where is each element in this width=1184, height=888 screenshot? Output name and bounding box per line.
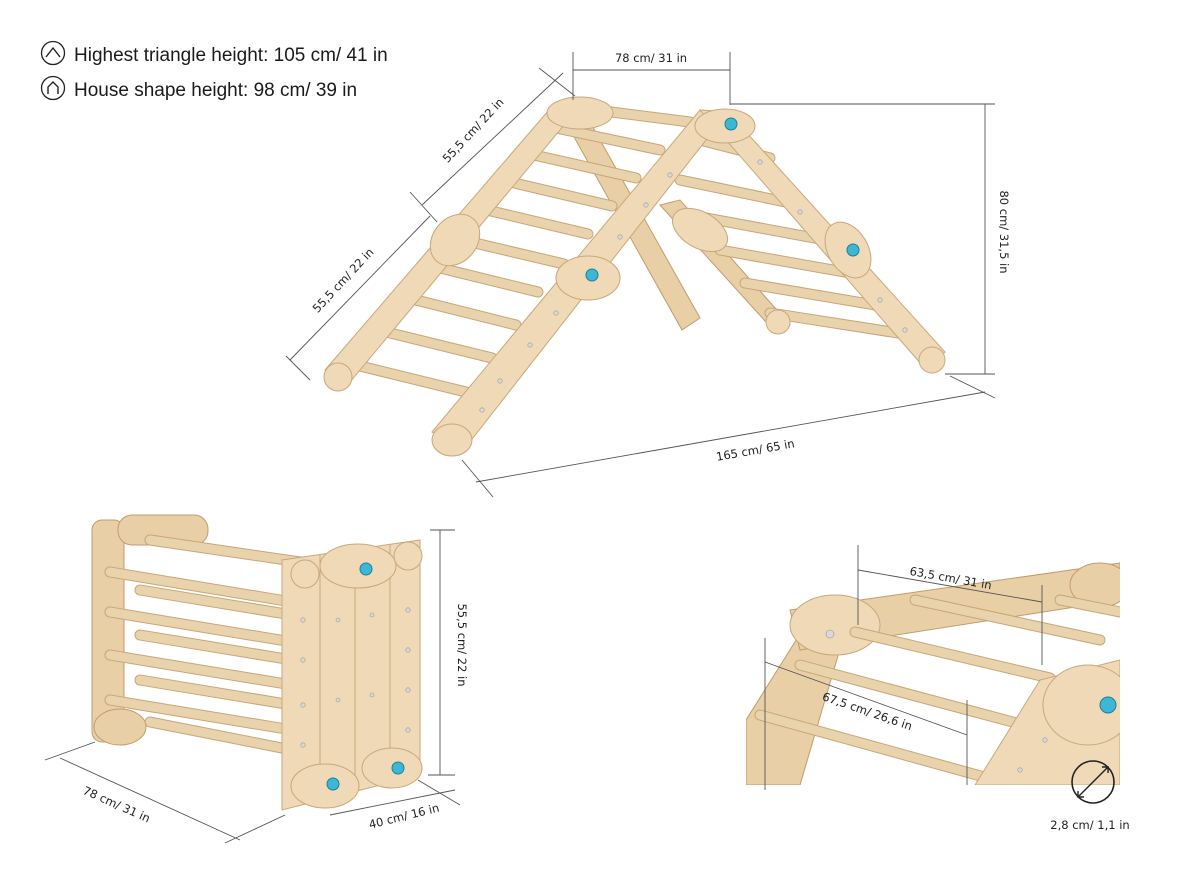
dim-base-length: 165 cm/ 65 in: [715, 436, 796, 464]
legend-text: Highest triangle height: 105 cm/ 41 in: [74, 45, 388, 66]
cube-dimension-lines: [44, 529, 461, 844]
triangle-height-icon: [40, 40, 66, 72]
cube-configuration-illustration: [91, 514, 423, 811]
dim-height: 80 cm/ 31,5 in: [997, 190, 1011, 273]
rung-diameter-icon: [1071, 760, 1115, 804]
triangle-climber-illustration: [323, 96, 946, 457]
legend-item-triangle-height: Highest triangle height: 105 cm/ 41 in: [40, 40, 388, 72]
top-dimension-lines: [285, 52, 996, 498]
dim-upper-slope: 55,5 cm/ 22 in: [440, 95, 507, 165]
dim-cube-length: 78 cm/ 31 in: [81, 783, 153, 825]
legend-text: House shape height: 98 cm/ 39 in: [74, 80, 358, 101]
rung-detail-dimension-lines: [764, 545, 1043, 790]
legend-item-house-shape-height: House shape height: 98 cm/ 39 in: [40, 75, 357, 107]
dim-rung-diameter: 2,8 cm/ 1,1 in: [1050, 818, 1129, 832]
rung-detail-illustration: [746, 562, 1120, 785]
dim-cube-height: 55,5 cm/ 22 in: [455, 603, 469, 686]
dim-top-width: 78 cm/ 31 in: [615, 51, 687, 65]
house-shape-height-icon: [40, 75, 66, 107]
